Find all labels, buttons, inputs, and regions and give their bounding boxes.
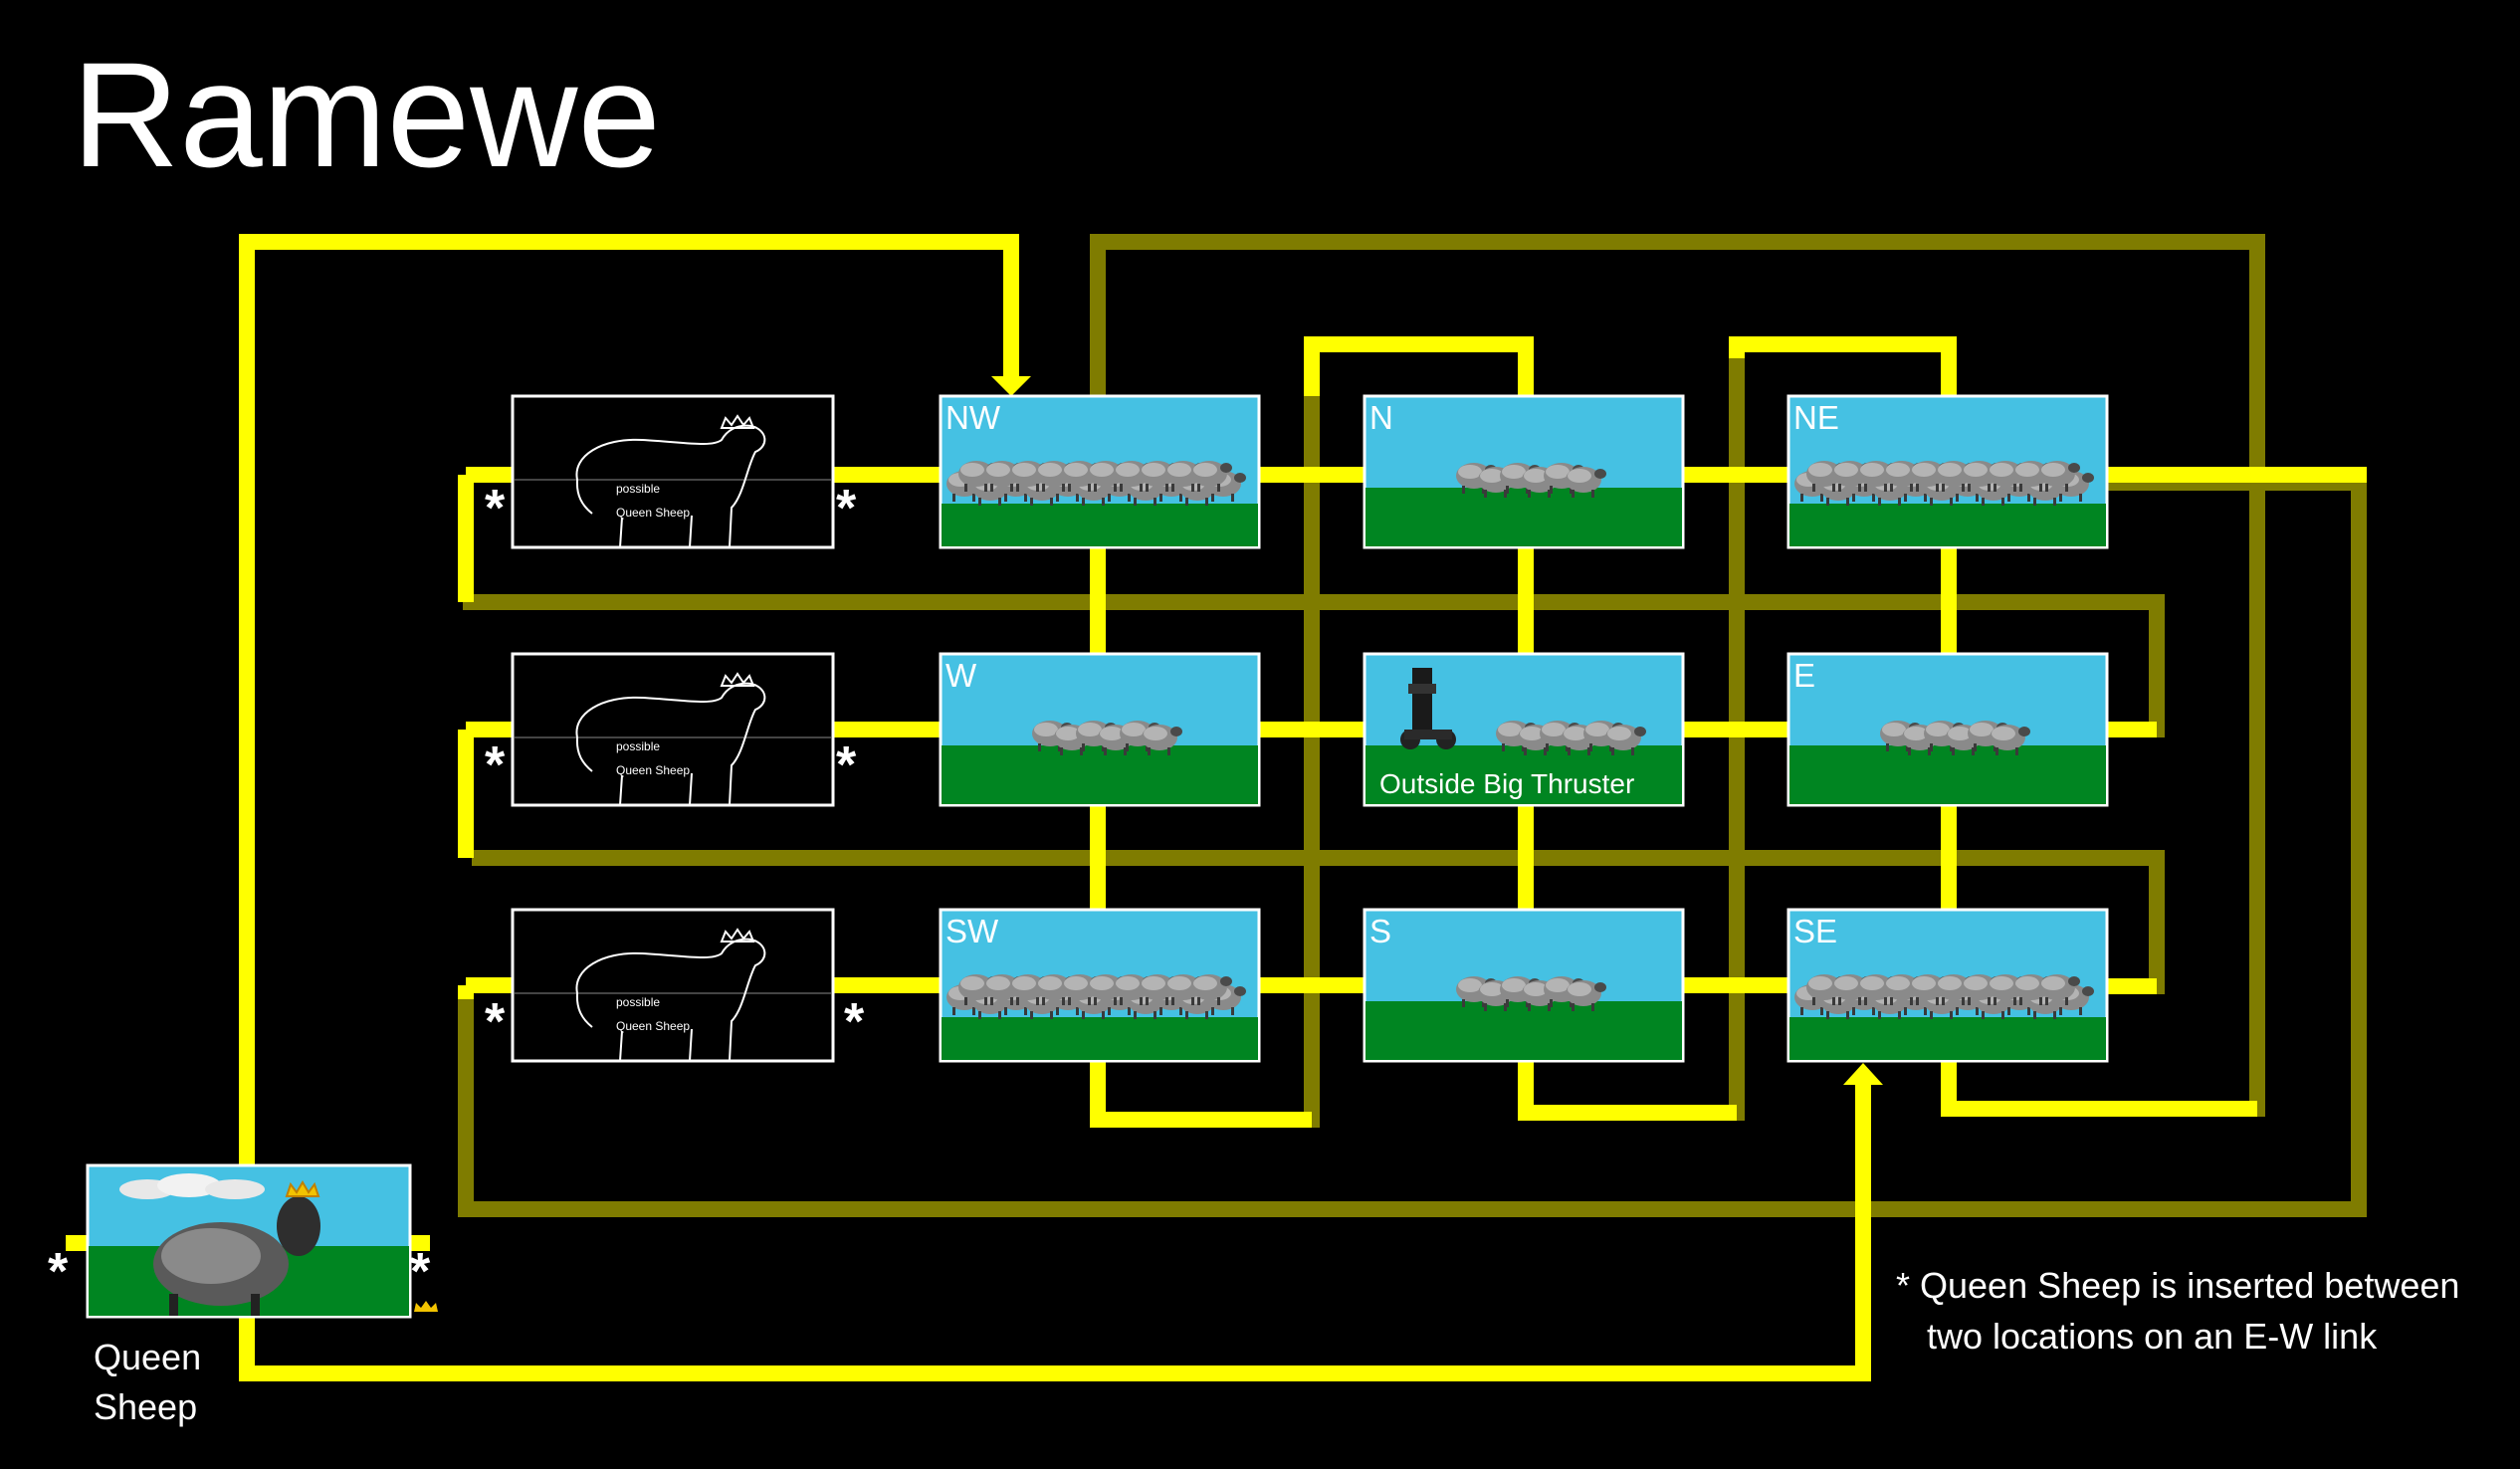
crown-icon bbox=[285, 1180, 320, 1197]
link-queen-to-se bbox=[239, 1085, 1871, 1381]
location-label: NW bbox=[945, 399, 1001, 436]
arrowhead-into-nw bbox=[991, 376, 1031, 396]
link-n-top bbox=[1304, 336, 1534, 396]
footnote-line1: * Queen Sheep is inserted between bbox=[1896, 1265, 2459, 1306]
queen-sheep-tile bbox=[86, 1163, 412, 1319]
link-sw-bottom bbox=[1090, 1059, 1312, 1128]
link-s-bottom bbox=[1518, 1059, 1737, 1121]
sheep-flock bbox=[1794, 974, 2094, 1019]
sheep-flock bbox=[946, 974, 1246, 1019]
insert-marker: * bbox=[836, 480, 857, 537]
queen-sheep-caption-line2: Sheep bbox=[94, 1386, 197, 1427]
link-row1-west bbox=[458, 467, 941, 602]
possible-text: possible bbox=[616, 739, 660, 753]
location-label: E bbox=[1793, 657, 1815, 694]
insert-marker: * bbox=[485, 480, 506, 537]
sheep-flock bbox=[946, 461, 1246, 506]
location-tile-s: S bbox=[1363, 908, 1685, 1063]
queen-sheep-text: Queen Sheep bbox=[616, 763, 690, 777]
location-label: SE bbox=[1793, 913, 1837, 949]
location-tile-e: E bbox=[1786, 652, 2109, 807]
link-queen-to-nw bbox=[239, 234, 1019, 1171]
location-tile-se: SE bbox=[1786, 908, 2109, 1063]
queen-sheep-text: Queen Sheep bbox=[616, 1019, 690, 1033]
insert-marker: * bbox=[410, 1243, 431, 1301]
link-ne-top bbox=[1729, 336, 1957, 396]
link-row3-west bbox=[458, 977, 941, 999]
page-title: Ramewe bbox=[72, 31, 661, 198]
location-tile-c: Outside Big Thruster bbox=[1363, 652, 1685, 807]
queen-sheep-text: Queen Sheep bbox=[616, 506, 690, 520]
link-ne-east bbox=[2108, 467, 2367, 483]
sheep-flock bbox=[1794, 461, 2094, 506]
possible-text: possible bbox=[616, 995, 660, 1009]
link-se-bottom bbox=[1941, 1059, 2257, 1117]
insert-marker: * bbox=[485, 736, 506, 794]
sheep-outline-icon bbox=[575, 938, 766, 1062]
possible-text: possible bbox=[616, 482, 660, 496]
bright-links bbox=[66, 234, 2367, 1381]
location-tile-nw: NW bbox=[939, 394, 1261, 549]
crown-outline-icon bbox=[720, 672, 755, 687]
thruster-icon bbox=[1400, 668, 1456, 749]
location-label: NE bbox=[1793, 399, 1839, 436]
location-label: S bbox=[1369, 913, 1391, 949]
crown-outline-icon bbox=[720, 414, 755, 429]
location-tile-w: W bbox=[939, 652, 1261, 807]
sheep-outline-icon bbox=[575, 424, 766, 548]
location-tiles: NW N NE W Outside Big Thruster E SW S SE bbox=[939, 394, 2109, 1063]
location-label: W bbox=[945, 657, 977, 694]
small-crown-icon bbox=[414, 1301, 438, 1312]
insert-marker: * bbox=[836, 736, 857, 794]
insert-marker: * bbox=[485, 993, 506, 1051]
link-row2-west bbox=[458, 722, 941, 858]
location-tile-n: N bbox=[1363, 394, 1685, 549]
location-label: SW bbox=[945, 913, 999, 949]
footnote-line2: two locations on an E-W link bbox=[1927, 1316, 2378, 1357]
location-caption: Outside Big Thruster bbox=[1379, 768, 1634, 799]
insert-marker: * bbox=[844, 993, 865, 1051]
link-dim-row3 bbox=[458, 475, 2367, 1217]
location-tile-sw: SW bbox=[939, 908, 1261, 1063]
sheep-outline-icon bbox=[575, 682, 766, 806]
arrowhead-into-se bbox=[1843, 1063, 1883, 1085]
location-tile-ne: NE bbox=[1786, 394, 2109, 549]
queen-sheep-caption-line1: Queen bbox=[94, 1337, 201, 1377]
insert-markers: * * * * * * * * bbox=[48, 480, 865, 1301]
location-label: N bbox=[1369, 399, 1393, 436]
insert-marker: * bbox=[48, 1243, 69, 1301]
crown-outline-icon bbox=[720, 928, 755, 943]
